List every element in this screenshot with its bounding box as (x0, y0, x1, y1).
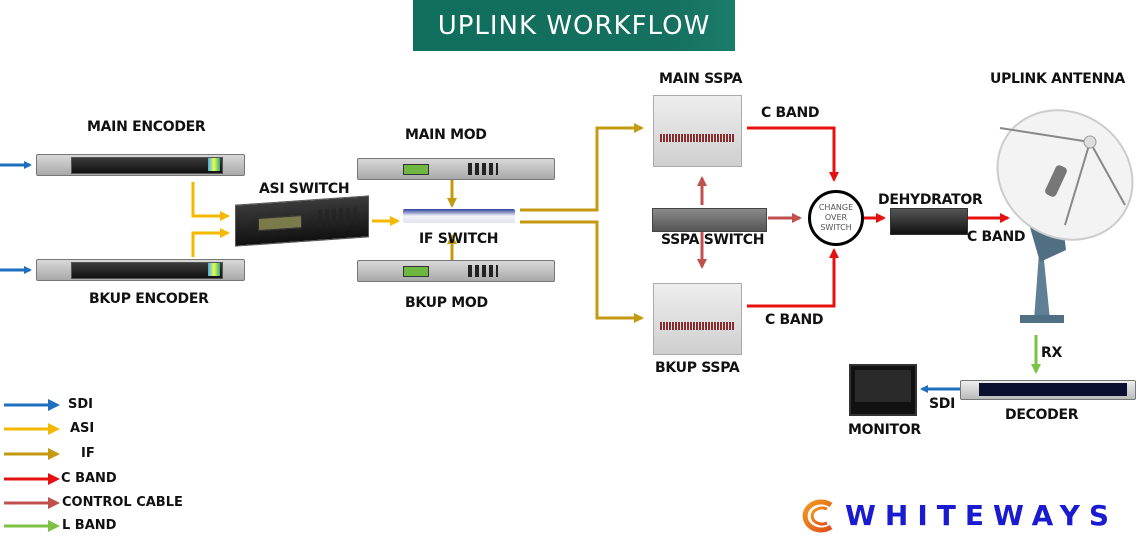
cband-main-sspa-to-cos (747, 126, 839, 182)
bkup-sspa-cband-label: C BAND (765, 312, 824, 328)
bkup-mod-device (357, 260, 555, 282)
whiteways-logo: WHITEWAYS (797, 495, 1118, 535)
dehydrator-cband-label: C BAND (967, 229, 1026, 245)
rx-label: RX (1041, 345, 1062, 361)
bkup-encoder-device (36, 259, 245, 281)
change-over-switch: CHANGE OVER SWITCH (808, 190, 864, 246)
legend-item-control-cable: CONTROL CABLE (0, 493, 200, 513)
monitor-label: MONITOR (848, 422, 921, 438)
monitor-device (849, 364, 917, 416)
logo-text: WHITEWAYS (845, 498, 1119, 532)
legend-item-l-band: L BAND (0, 516, 200, 536)
bkup-encoder-label: BKUP ENCODER (89, 291, 209, 307)
legend-item-sdi: SDI (0, 395, 200, 415)
bkup-sspa-device (653, 283, 742, 355)
if-to-main-sspa (520, 123, 644, 212)
if-switch-label: IF SWITCH (419, 231, 499, 247)
bkup-mod-label: BKUP MOD (405, 295, 488, 311)
main-encoder-label: MAIN ENCODER (87, 119, 206, 135)
cos-label-line3: SWITCH (820, 223, 852, 232)
title-banner: UPLINK WORKFLOW (413, 0, 735, 51)
cband-bkup-sspa-to-cos (747, 248, 839, 308)
bkup-sspa-label: BKUP SSPA (655, 360, 740, 376)
cos-label-line2: OVER (824, 213, 848, 222)
legend-item-asi: ASI (0, 419, 200, 439)
decoder-device (960, 380, 1136, 400)
uplink-antenna-image (996, 109, 1134, 323)
cos-label-line1: CHANGE (818, 203, 854, 212)
page-title: UPLINK WORKFLOW (437, 10, 711, 41)
asi-switch-label: ASI SWITCH (259, 181, 350, 197)
decoder-sdi-label: SDI (929, 396, 956, 412)
dehydrator-device (890, 208, 968, 235)
sspa-switch-device (652, 208, 767, 232)
legend-item-if: IF (0, 444, 200, 464)
asi-main-encoder-to-switch (191, 182, 230, 221)
if-switch-device (403, 209, 515, 223)
legend-item-c-band: C BAND (0, 469, 200, 489)
main-mod-device (357, 158, 555, 180)
main-sspa-cband-label: C BAND (761, 105, 820, 121)
sspa-switch-label: SSPA SWITCH (661, 232, 765, 248)
main-sspa-label: MAIN SSPA (659, 71, 743, 87)
asi-bkup-encoder-to-switch (191, 228, 230, 257)
dehydrator-label: DEHYDRATOR (878, 192, 983, 208)
main-encoder-device (36, 154, 245, 176)
if-to-bkup-sspa (520, 220, 644, 323)
swirl-logo-icon (802, 499, 833, 533)
main-mod-label: MAIN MOD (405, 127, 487, 143)
decoder-label: DECODER (1005, 407, 1079, 423)
uplink-antenna-label: UPLINK ANTENNA (990, 71, 1125, 87)
main-sspa-device (653, 95, 742, 167)
